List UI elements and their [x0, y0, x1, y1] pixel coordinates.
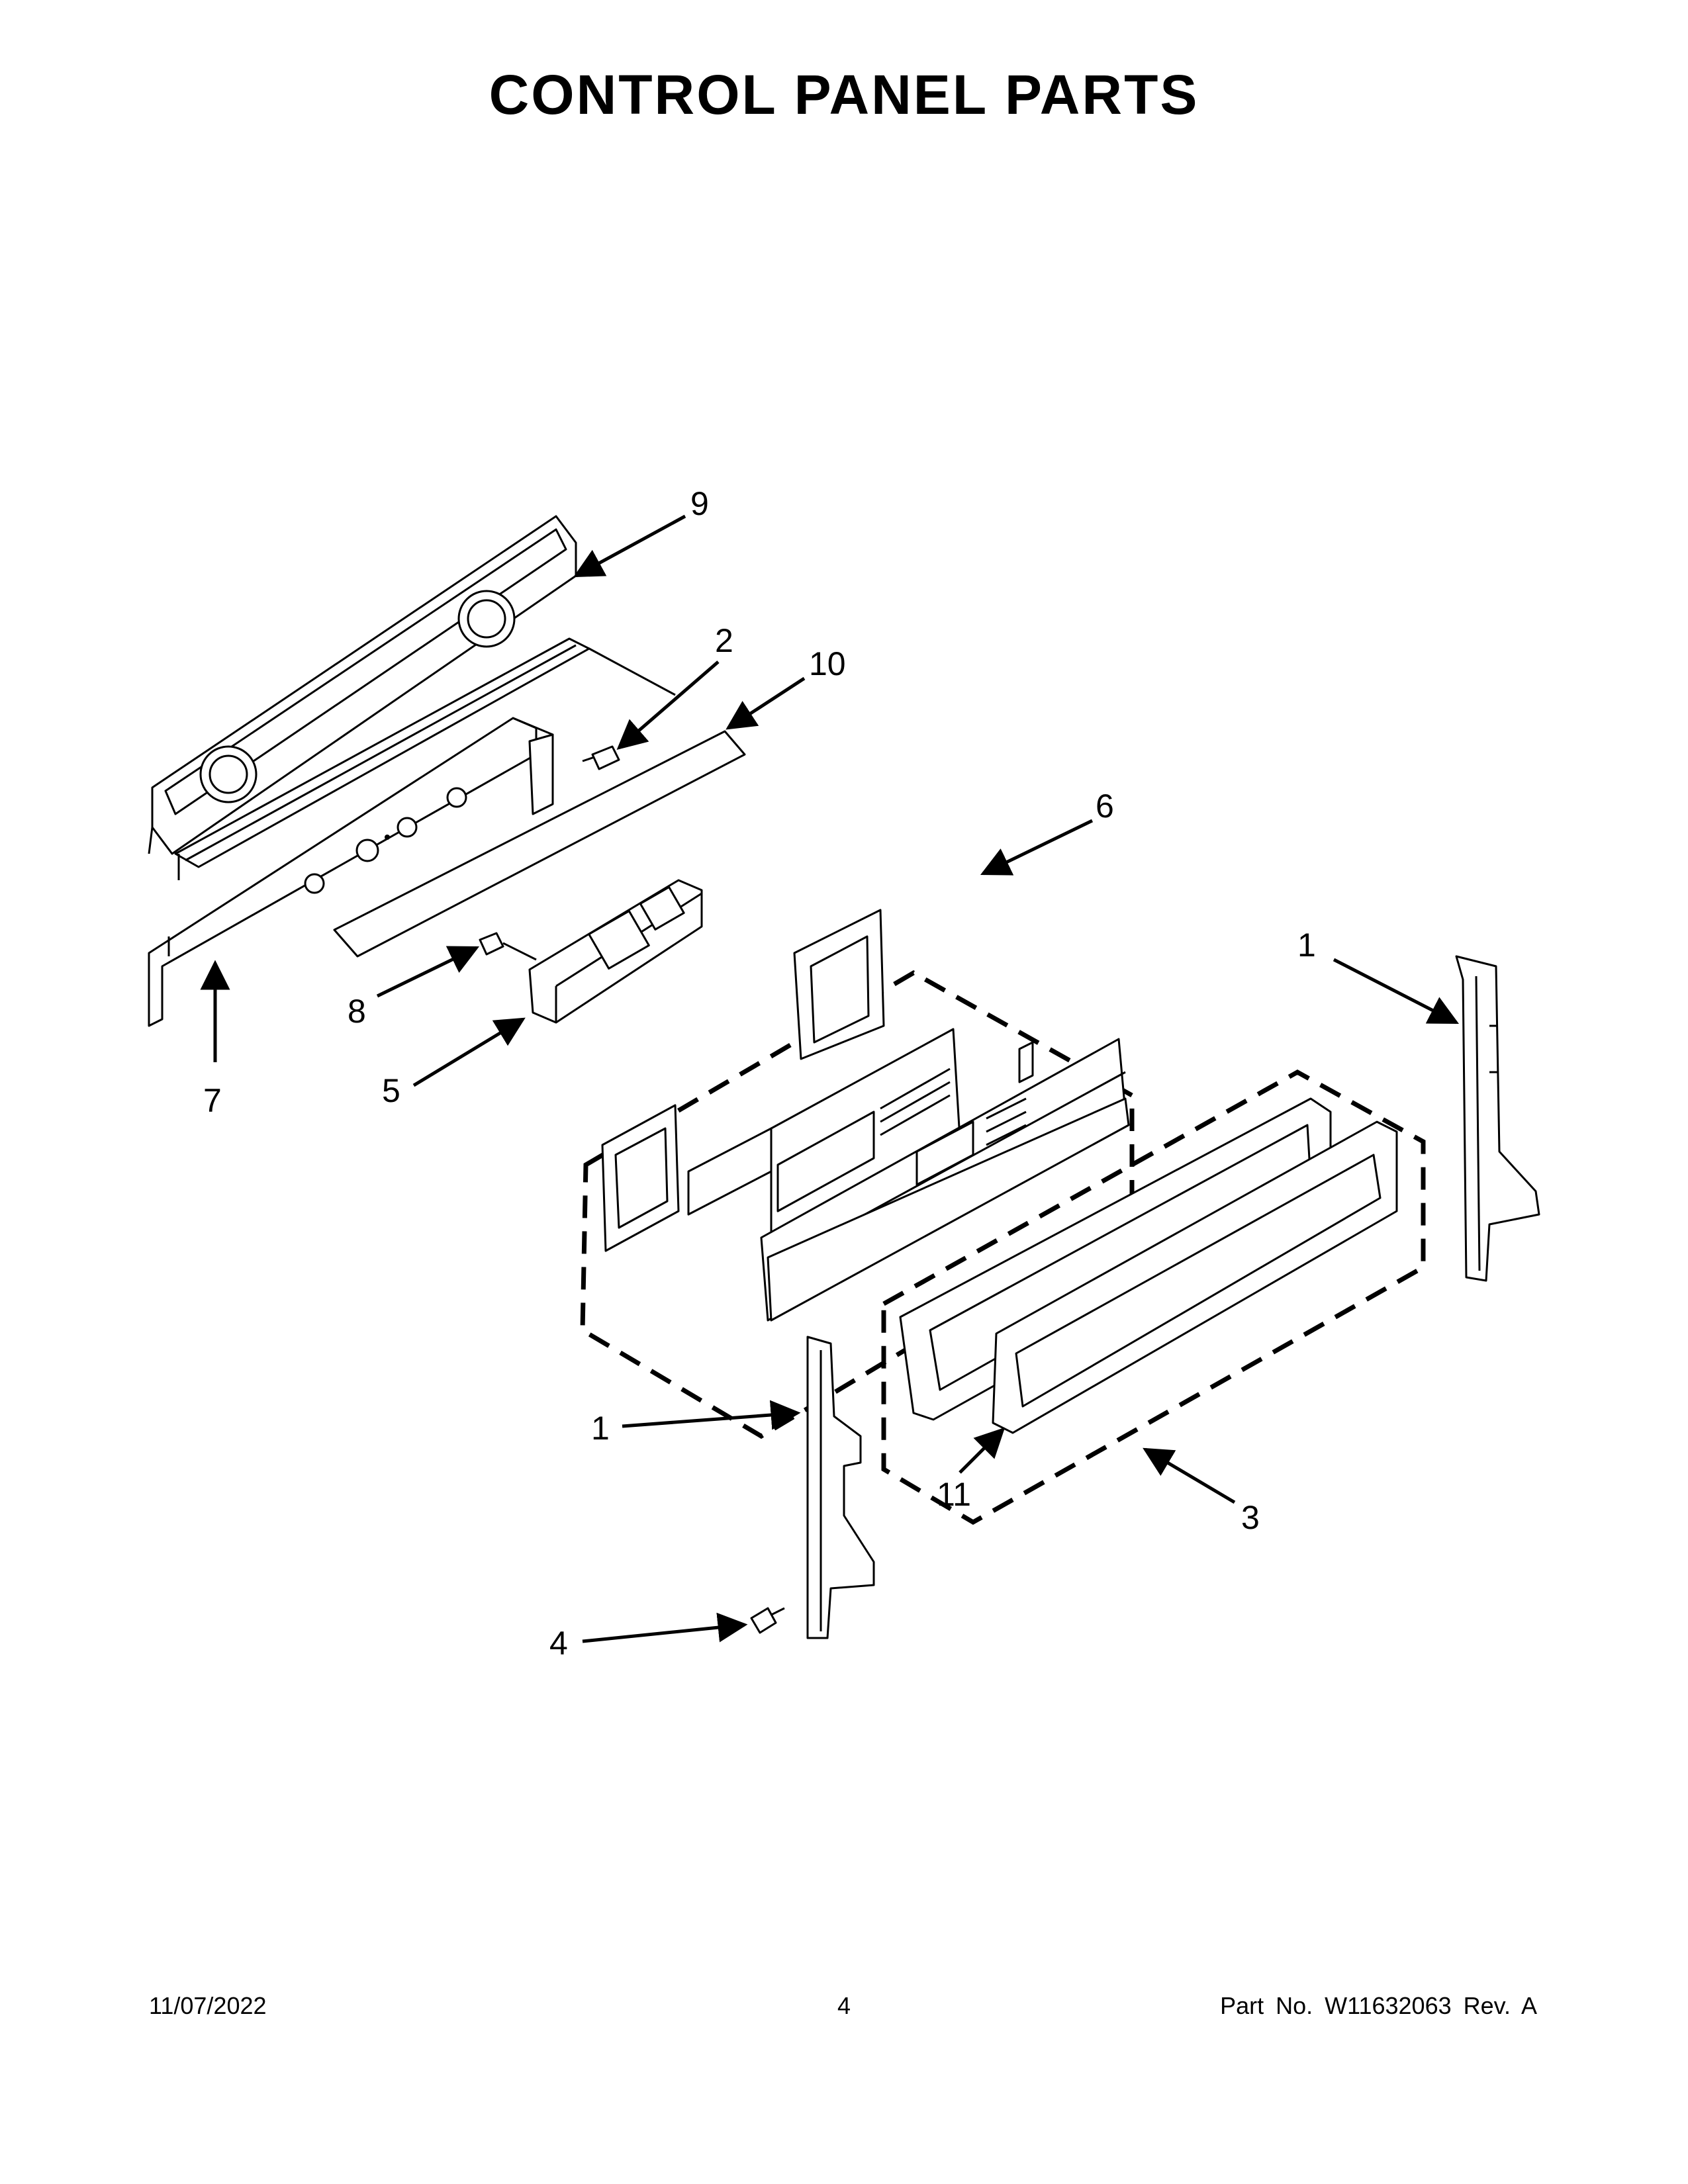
- callout-8: 8: [348, 993, 366, 1030]
- page-title: CONTROL PANEL PARTS: [489, 64, 1199, 126]
- part-11-frame-insert: [992, 1120, 1398, 1434]
- footer-date: 11/07/2022: [149, 1992, 267, 2019]
- part-3-assembly-boundary: [881, 1069, 1426, 1525]
- callout-6: 6: [1096, 788, 1114, 825]
- part-4-screw: [750, 1607, 785, 1634]
- callout-labels: 9 2 10 6 1 8 5 7 1 11 3 4: [203, 485, 1316, 1662]
- callout-11: 11: [937, 1476, 971, 1513]
- part-10-insulation-strip: [333, 730, 746, 958]
- part-8-screw: [479, 932, 537, 961]
- callout-9: 9: [690, 485, 709, 522]
- callout-10: 10: [809, 645, 846, 682]
- leader-lines: [200, 514, 1460, 1643]
- part-6-display-assembly: [601, 909, 1130, 1322]
- part-1-side-bracket-left: [806, 1336, 875, 1639]
- callout-4: 4: [549, 1625, 568, 1662]
- part-6-assembly-boundary: [580, 970, 1135, 1439]
- callout-1-left: 1: [591, 1410, 610, 1447]
- part-7-control-panel-bracket: [148, 717, 554, 1027]
- part-5-control-board: [528, 879, 703, 1024]
- callout-3: 3: [1241, 1499, 1260, 1536]
- part-2-screw: [582, 745, 620, 770]
- callout-1-right: 1: [1297, 927, 1316, 964]
- footer-page-number: 4: [837, 1992, 851, 2019]
- callout-2: 2: [715, 622, 733, 659]
- callout-7: 7: [203, 1082, 222, 1119]
- footer-part-number: Part No. W11632063 Rev. A: [1220, 1992, 1537, 2019]
- callout-5: 5: [382, 1072, 400, 1109]
- part-1-side-bracket-right: [1455, 955, 1540, 1282]
- part-9-control-panel-housing: [148, 515, 676, 880]
